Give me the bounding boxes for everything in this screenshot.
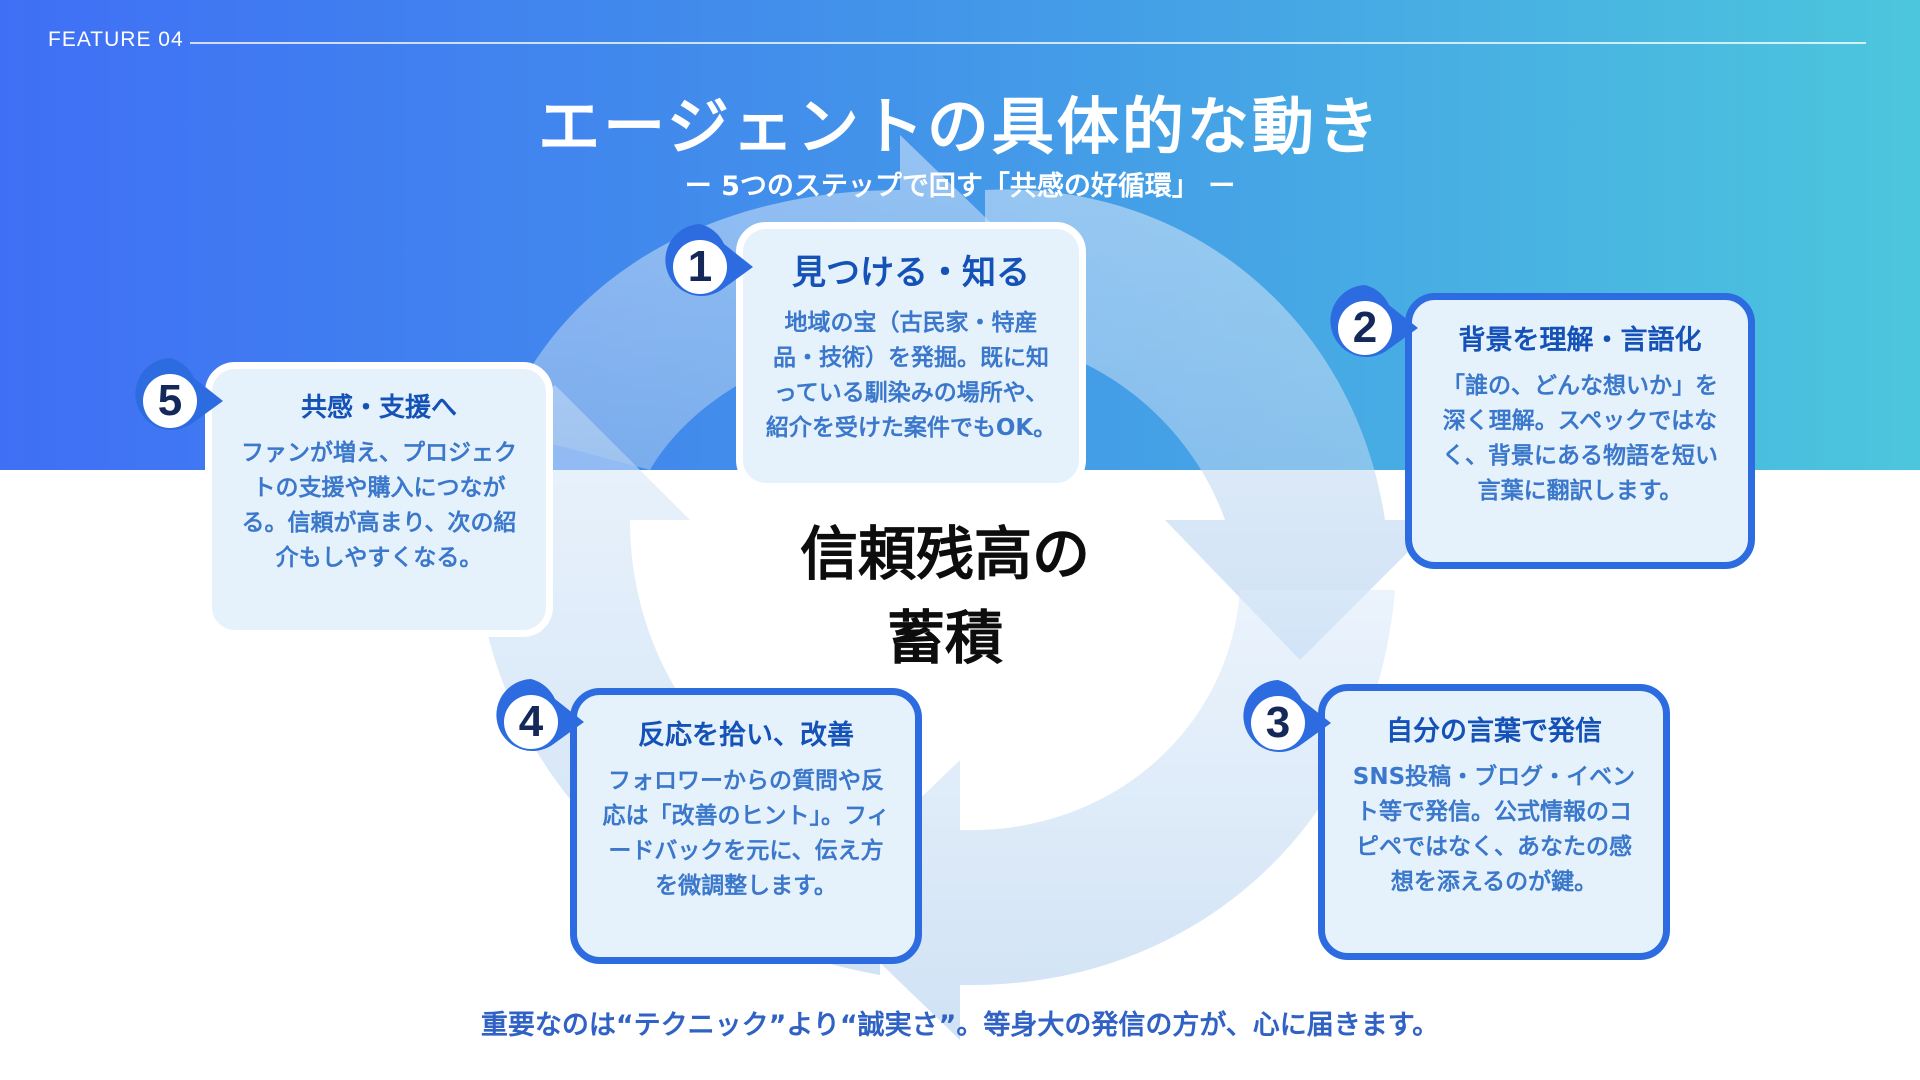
step-title-1: 見つける・知る [792, 253, 1030, 293]
numbered-pointer-badge-icon [1330, 285, 1418, 357]
header-divider [190, 42, 1866, 44]
footer-note: 重要なのは“テクニック”より“誠実さ”。等身大の発信の方が、心に届きます。 [480, 1010, 1440, 1041]
step-body-4: フォロワーからの質問や反応は「改善のヒント」。フィードバックを元に、伝え方を微調… [602, 768, 890, 899]
step-title-4: 反応を拾い、改善 [638, 720, 854, 751]
feature-label: FEATURE 04 [48, 28, 184, 51]
step-number-4: 4 [518, 697, 544, 746]
step-body-2: 「誰の、どんな想いか」を深く理解。スペックではなく、背景にある物語を短い言葉に翻… [1442, 373, 1718, 504]
step-number-1: 1 [687, 242, 713, 291]
numbered-pointer-badge-icon [665, 224, 753, 296]
step-number-5: 5 [157, 376, 183, 425]
step-title-3: 自分の言葉で発信 [1386, 716, 1602, 747]
step-badge-2: 2 [1328, 283, 1418, 373]
cycle-arrow-top-right [985, 189, 1440, 660]
step-body-5: ファンが増え、プロジェクトの支援や購入につながる。信頼が高まり、次の紹介もしやす… [241, 440, 517, 571]
step-badge-1: 1 [663, 222, 753, 312]
step-badge-4: 4 [494, 677, 584, 767]
numbered-pointer-badge-icon [135, 358, 223, 430]
step-title-2: 背景を理解・言語化 [1458, 325, 1702, 356]
numbered-pointer-badge-icon [1243, 680, 1331, 752]
step-body-1: 地域の宝（古民家・特産品・技術）を発掘。既に知っている馴染みの場所や、紹介を受け… [765, 310, 1057, 441]
step-badge-3: 3 [1241, 678, 1331, 768]
page-title: エージェントの具体的な動き [538, 90, 1382, 163]
step-badge-5: 5 [133, 356, 223, 446]
center-label-line-2: 蓄積 [886, 604, 1003, 673]
center-label: 信頼残高の 蓄積 [760, 512, 1130, 680]
step-card-1: 見つける・知る 地域の宝（古民家・特産品・技術）を発掘。既に知っている馴染みの場… [736, 222, 1086, 490]
page-subtitle: ー 5つのステップで回す「共感の好循環」 ー [684, 171, 1236, 202]
center-label-line-1: 信頼残高の [799, 520, 1090, 588]
numbered-pointer-badge-icon [496, 679, 584, 751]
step-card-5: 共感・支援へ ファンが増え、プロジェクトの支援や購入につながる。信頼が高まり、次… [205, 362, 553, 637]
step-body-3: SNS投稿・ブログ・イベント等で発信。公式情報のコピペではなく、あなたの感想を添… [1352, 764, 1636, 895]
step-title-5: 共感・支援へ [300, 393, 457, 423]
step-card-4: 反応を拾い、改善 フォロワーからの質問や反応は「改善のヒント」。フィードバックを… [570, 688, 922, 964]
step-number-2: 2 [1352, 303, 1378, 352]
step-number-3: 3 [1265, 698, 1291, 747]
step-card-2: 背景を理解・言語化 「誰の、どんな想いか」を深く理解。スペックではなく、背景にあ… [1405, 293, 1755, 569]
step-card-3: 自分の言葉で発信 SNS投稿・ブログ・イベント等で発信。公式情報のコピペではなく… [1318, 684, 1670, 960]
